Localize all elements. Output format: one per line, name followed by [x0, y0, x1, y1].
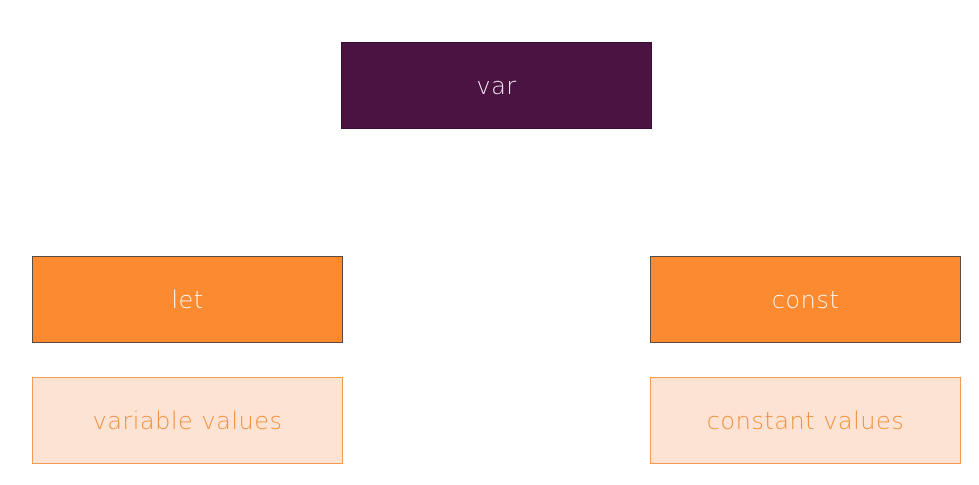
const-label: const [771, 285, 840, 314]
variable-values-box: variable values [32, 377, 343, 464]
var-box: var [341, 42, 652, 129]
const-box: const [650, 256, 961, 343]
constant-values-label: constant values [706, 406, 905, 435]
let-label: let [171, 285, 204, 314]
variable-values-label: variable values [92, 406, 283, 435]
var-label: var [476, 71, 517, 100]
constant-values-box: constant values [650, 377, 961, 464]
let-box: let [32, 256, 343, 343]
